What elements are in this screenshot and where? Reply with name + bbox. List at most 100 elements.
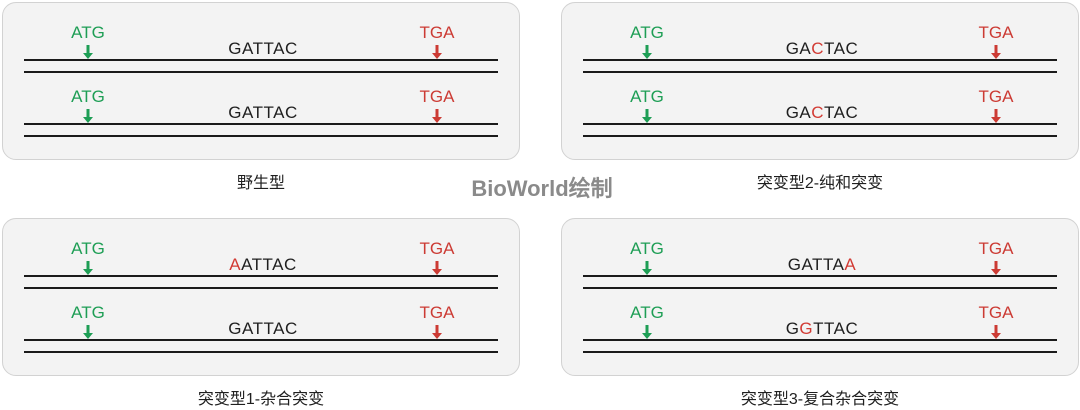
sequence-label: GATTAC xyxy=(163,103,363,123)
sequence-base: T xyxy=(263,103,274,122)
panel-caption: 野生型 xyxy=(236,175,285,192)
red-down-arrow-icon xyxy=(432,45,442,59)
allele-row: ATG GATTAC TGA xyxy=(3,3,519,83)
mutated-base: A xyxy=(844,255,857,274)
sequence-label: GACTAC xyxy=(722,103,922,123)
mutated-base: C xyxy=(811,103,825,122)
start-codon-label: ATG xyxy=(630,23,664,42)
sequence-label: GACTAC xyxy=(722,39,922,59)
red-down-arrow-icon xyxy=(991,45,1001,59)
sequence-label: GGTTAC xyxy=(722,319,922,339)
green-down-arrow-icon xyxy=(83,109,93,123)
sequence-base: C xyxy=(845,103,859,122)
sequence-base: A xyxy=(242,103,253,122)
sequence-base: G xyxy=(785,319,800,338)
red-down-arrow-icon xyxy=(991,325,1001,339)
sequence-base: A xyxy=(272,255,284,274)
stop-codon-label: TGA xyxy=(419,87,455,106)
panel-homozygous-mutant: ATG GACTAC TGA ATG GACTAC TGA xyxy=(561,2,1079,160)
mutated-base: C xyxy=(811,39,825,58)
panel-caption: 突变型3-复合杂合突变 xyxy=(740,391,900,408)
panel-wild-type: ATG GATTAC TGA ATG GATTAC TGA xyxy=(2,2,520,160)
red-down-arrow-icon xyxy=(432,325,442,339)
sequence-base: C xyxy=(845,319,859,338)
start-codon-label: ATG xyxy=(630,239,664,258)
sequence-base: T xyxy=(252,39,264,58)
sequence-base: A xyxy=(273,39,285,58)
sequence-base: T xyxy=(812,255,823,274)
sequence-label: GATTAC xyxy=(163,319,363,339)
red-down-arrow-icon xyxy=(432,109,442,123)
sequence-base: G xyxy=(785,39,800,58)
sequence-base: A xyxy=(273,319,285,338)
green-down-arrow-icon xyxy=(642,261,652,275)
sequence-label: GATTAA xyxy=(722,255,922,275)
allele-row: ATG GGTTAC TGA xyxy=(562,283,1078,363)
stop-codon-label: TGA xyxy=(978,87,1014,106)
sequence-base: A xyxy=(832,255,845,274)
allele-row: ATG AATTAC TGA xyxy=(3,219,519,299)
start-codon-label: ATG xyxy=(71,239,105,258)
sequence-base: T xyxy=(824,319,834,338)
dna-strand-bottom xyxy=(24,351,498,353)
sequence-base: A xyxy=(273,103,285,122)
green-down-arrow-icon xyxy=(83,325,93,339)
sequence-base: T xyxy=(813,319,825,338)
sequence-base: T xyxy=(252,103,264,122)
panel-heterozygous-mutant: ATG AATTAC TGA ATG GATTAC TGA xyxy=(2,218,520,376)
start-codon-label: ATG xyxy=(71,23,105,42)
stop-codon-label: TGA xyxy=(978,239,1014,258)
sequence-base: T xyxy=(263,39,274,58)
sequence-base: G xyxy=(228,103,242,122)
dna-strand-top xyxy=(24,59,498,61)
stop-codon-label: TGA xyxy=(978,303,1014,322)
dna-strand-top xyxy=(24,123,498,125)
sequence-base: C xyxy=(284,319,298,338)
stop-codon-label: TGA xyxy=(419,23,455,42)
allele-row: ATG GACTAC TGA xyxy=(562,3,1078,83)
sequence-base: T xyxy=(262,255,273,274)
dna-strand-bottom xyxy=(583,287,1057,289)
sequence-base: C xyxy=(845,39,859,58)
sequence-base: T xyxy=(251,255,263,274)
start-codon-label: ATG xyxy=(630,303,664,322)
allele-row: ATG GATTAA TGA xyxy=(562,219,1078,299)
stop-codon-label: TGA xyxy=(419,303,455,322)
dna-strand-top xyxy=(583,339,1057,341)
sequence-base: C xyxy=(284,103,298,122)
sequence-base: A xyxy=(799,103,812,122)
dna-strand-bottom xyxy=(583,71,1057,73)
sequence-base: A xyxy=(801,255,813,274)
dna-strand-bottom xyxy=(24,135,498,137)
sequence-base: A xyxy=(799,39,812,58)
sequence-base: G xyxy=(228,39,242,58)
dna-strand-bottom xyxy=(583,351,1057,353)
green-down-arrow-icon xyxy=(83,45,93,59)
red-down-arrow-icon xyxy=(432,261,442,275)
green-down-arrow-icon xyxy=(642,109,652,123)
sequence-base: T xyxy=(263,319,274,338)
start-codon-label: ATG xyxy=(630,87,664,106)
sequence-base: C xyxy=(284,255,297,274)
sequence-base: G xyxy=(787,255,802,274)
dna-strand-top xyxy=(583,123,1057,125)
panel-compound-heterozygous-mutant: ATG GATTAA TGA ATG GGTTAC TGA xyxy=(561,218,1079,376)
dna-strand-bottom xyxy=(24,287,498,289)
sequence-base: A xyxy=(833,319,846,338)
start-codon-label: ATG xyxy=(71,87,105,106)
allele-row: ATG GACTAC TGA xyxy=(562,67,1078,147)
mutated-base: A xyxy=(229,255,242,274)
sequence-label: GATTAC xyxy=(163,39,363,59)
sequence-base: T xyxy=(252,319,264,338)
dna-strand-top xyxy=(24,339,498,341)
sequence-base: A xyxy=(833,39,846,58)
sequence-base: A xyxy=(241,255,252,274)
green-down-arrow-icon xyxy=(642,325,652,339)
red-down-arrow-icon xyxy=(991,261,1001,275)
sequence-base: G xyxy=(228,319,242,338)
panel-caption: 突变型2-纯和突变 xyxy=(756,175,884,192)
sequence-base: A xyxy=(242,39,253,58)
dna-strand-top xyxy=(583,275,1057,277)
stop-codon-label: TGA xyxy=(419,239,455,258)
sequence-base: T xyxy=(822,255,833,274)
